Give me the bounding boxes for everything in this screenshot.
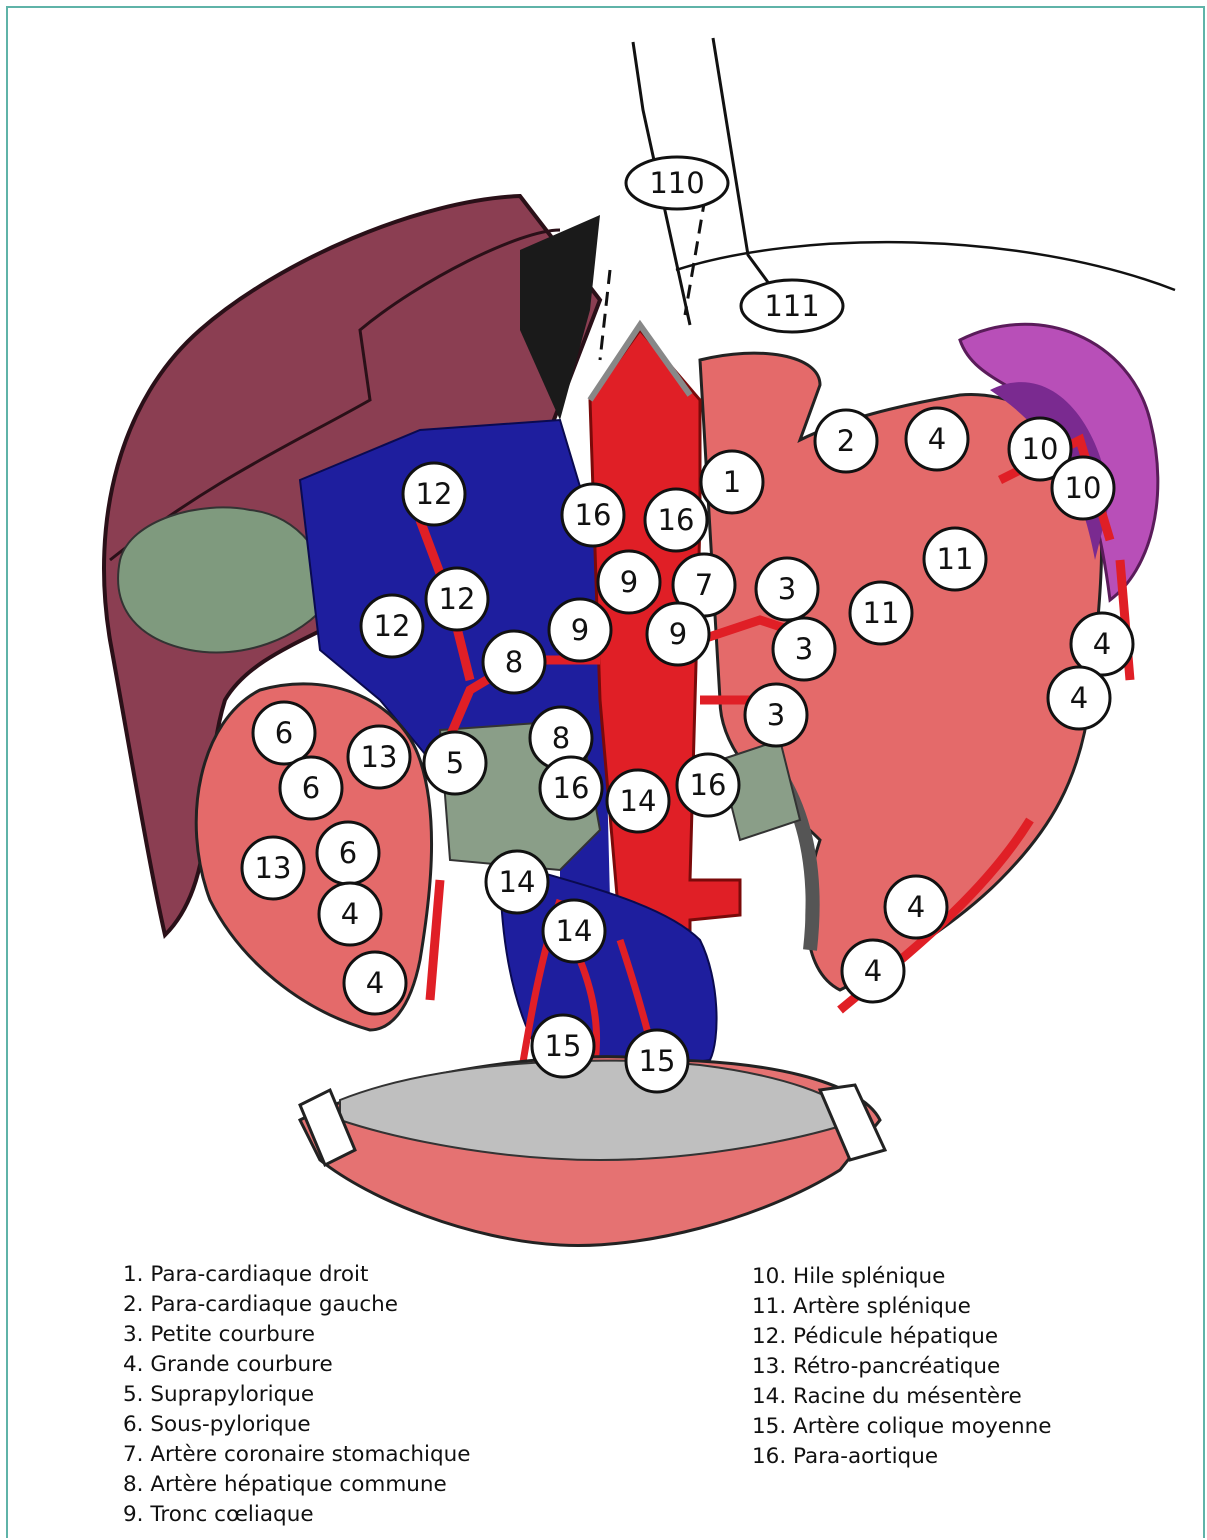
station-label: 14 [620,784,657,818]
station-marker: 3 [745,684,807,746]
station-label: 6 [339,836,357,870]
station-label: 13 [361,740,398,774]
station-label: 4 [341,897,359,931]
legend-item: 6. Sous-pylorique [123,1410,471,1440]
station-label: 6 [302,771,320,805]
station-label: 3 [778,572,796,606]
station-marker: 111 [741,280,843,332]
station-label: 1 [723,465,741,499]
station-label: 13 [255,851,292,885]
station-marker: 12 [361,595,423,657]
station-marker: 4 [885,876,947,938]
station-label: 4 [864,954,882,988]
legend-item: 10. Hile splénique [752,1262,1051,1292]
legend-item: 2. Para-cardiaque gauche [123,1290,471,1320]
station-label: 8 [505,645,523,679]
station-marker: 14 [543,900,605,962]
station-label: 111 [764,289,819,323]
station-label: 12 [374,609,411,643]
legend-item: 5. Suprapylorique [123,1380,471,1410]
station-marker: 15 [532,1015,594,1077]
station-marker: 3 [773,618,835,680]
legend-item: 8. Artère hépatique commune [123,1470,471,1500]
station-label: 3 [767,698,785,732]
station-marker: 16 [562,484,624,546]
legend-item: 11. Artère splénique [752,1292,1051,1322]
station-label: 5 [446,746,464,780]
station-marker: 12 [403,463,465,525]
station-marker: 4 [1048,667,1110,729]
legend-item: 7. Artère coronaire stomachique [123,1440,471,1470]
station-label: 6 [275,716,293,750]
station-label: 11 [863,596,900,630]
station-label: 11 [937,542,974,576]
legend-item: 14. Racine du mésentère [752,1382,1051,1412]
station-label: 4 [1070,681,1088,715]
legend-item: 12. Pédicule hépatique [752,1322,1051,1352]
station-label: 12 [439,582,476,616]
station-label: 15 [639,1044,676,1078]
station-marker: 9 [549,599,611,661]
station-marker: 9 [647,603,709,665]
station-label: 3 [795,632,813,666]
station-marker: 15 [626,1030,688,1092]
station-marker: 16 [677,754,739,816]
legend-item: 3. Petite courbure [123,1320,471,1350]
station-label: 10 [1022,432,1059,466]
station-marker: 10 [1052,457,1114,519]
station-marker: 11 [850,582,912,644]
station-marker: 2 [815,410,877,472]
station-marker: 16 [540,757,602,819]
station-marker: 9 [598,551,660,613]
station-label: 16 [658,503,695,537]
legend-right: 10. Hile splénique 11. Artère splénique … [752,1262,1051,1472]
station-label: 4 [366,966,384,1000]
station-label: 9 [571,613,589,647]
station-marker: 110 [626,157,728,209]
station-label: 16 [553,771,590,805]
legend-item: 15. Artère colique moyenne [752,1412,1051,1442]
station-label: 9 [620,565,638,599]
station-label: 16 [575,498,612,532]
station-label: 8 [552,721,570,755]
legend-item: 9. Tronc cœliaque [123,1500,471,1530]
station-label: 12 [416,477,453,511]
legend-item: 13. Rétro-pancréatique [752,1352,1051,1382]
station-label: 10 [1065,471,1102,505]
station-label: 14 [556,914,593,948]
station-marker: 6 [280,757,342,819]
station-marker: 6 [253,702,315,764]
station-marker: 13 [348,726,410,788]
legend-item: 16. Para-aortique [752,1442,1051,1472]
station-label: 4 [928,422,946,456]
station-marker: 4 [842,940,904,1002]
station-label: 9 [669,617,687,651]
station-marker: 4 [344,952,406,1014]
station-marker: 16 [645,489,707,551]
station-marker: 5 [424,732,486,794]
station-label: 15 [545,1029,582,1063]
station-label: 14 [499,865,536,899]
station-marker: 13 [242,837,304,899]
station-label: 2 [837,424,855,458]
station-label: 7 [695,568,713,602]
legend-item: 4. Grande courbure [123,1350,471,1380]
station-label: 4 [1093,627,1111,661]
legend-left: 1. Para-cardiaque droit 2. Para-cardiaqu… [123,1260,471,1530]
station-marker: 3 [756,558,818,620]
station-marker: 1 [701,451,763,513]
station-marker: 8 [483,631,545,693]
station-label: 110 [649,166,704,200]
station-label: 16 [690,768,727,802]
anatomy-diagram: 1101111241010121616111212973119934843681… [0,0,1207,1250]
station-marker: 4 [319,883,381,945]
station-marker: 6 [317,822,379,884]
station-marker: 12 [426,568,488,630]
station-label: 4 [907,890,925,924]
station-marker: 14 [607,770,669,832]
station-marker: 4 [906,408,968,470]
station-marker: 11 [924,528,986,590]
legend-item: 1. Para-cardiaque droit [123,1260,471,1290]
station-marker: 14 [486,851,548,913]
